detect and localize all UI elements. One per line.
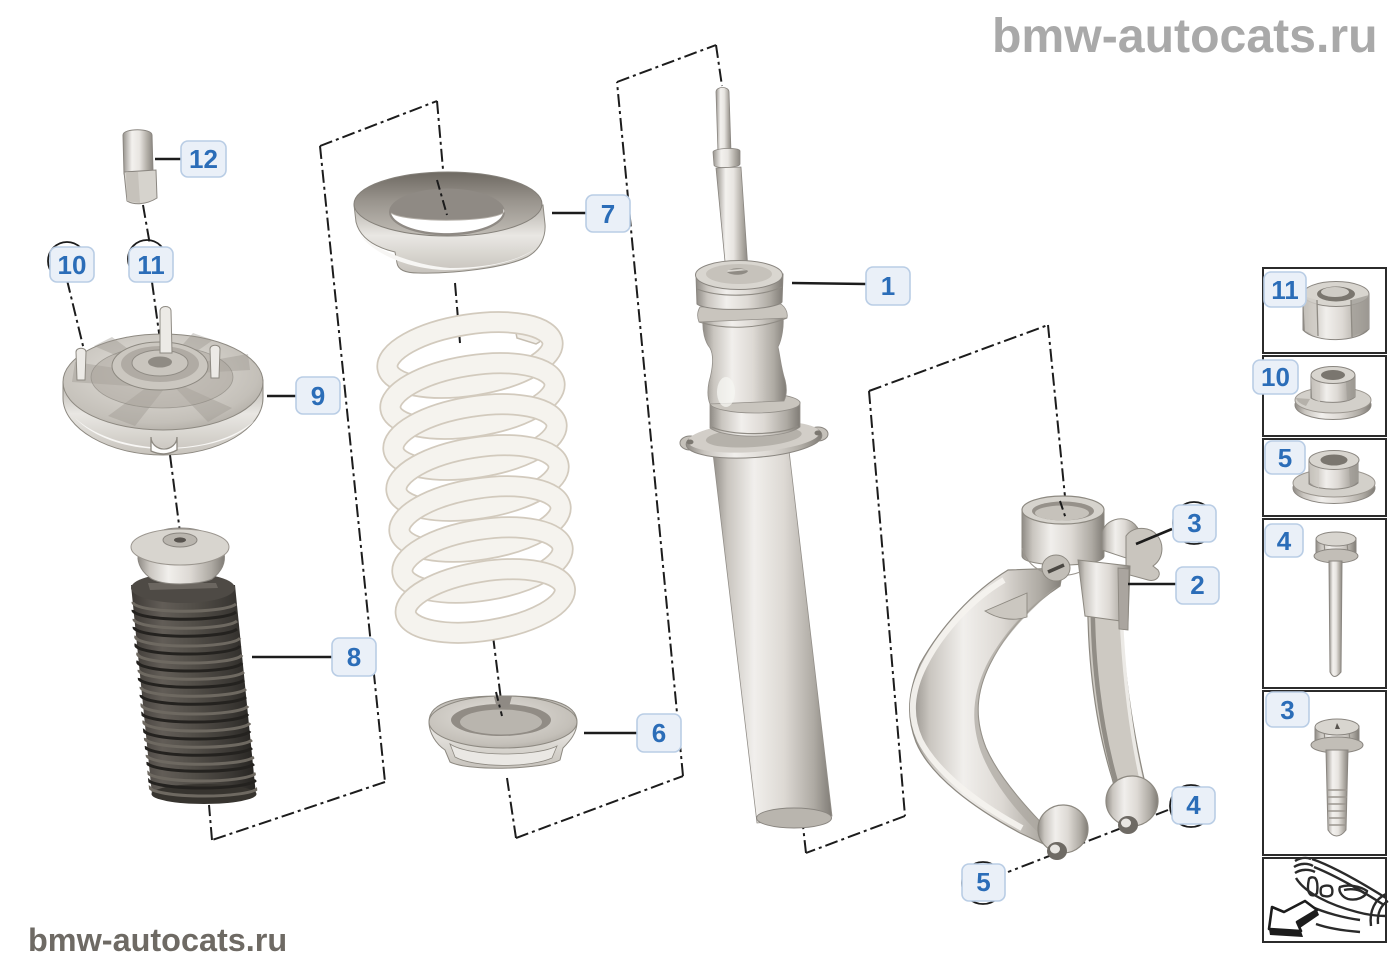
svg-text:4: 4 [1186,790,1201,820]
svg-text:12: 12 [189,144,218,174]
svg-text:bmw-autocats.ru: bmw-autocats.ru [28,922,287,958]
svg-text:10: 10 [1261,362,1290,392]
svg-text:6: 6 [652,718,666,748]
svg-text:3: 3 [1280,695,1294,725]
svg-text:11: 11 [137,250,165,280]
svg-text:9: 9 [311,381,325,411]
svg-text:5: 5 [1278,443,1292,473]
svg-text:10: 10 [58,250,87,280]
svg-text:7: 7 [601,199,615,229]
svg-text:11: 11 [1271,275,1299,305]
svg-text:1: 1 [881,271,895,301]
svg-text:3: 3 [1187,508,1201,538]
svg-text:2: 2 [1190,570,1204,600]
svg-text:4: 4 [1277,526,1292,556]
svg-text:bmw-autocats.ru: bmw-autocats.ru [992,9,1378,63]
svg-text:8: 8 [347,642,361,672]
svg-text:5: 5 [976,867,990,897]
